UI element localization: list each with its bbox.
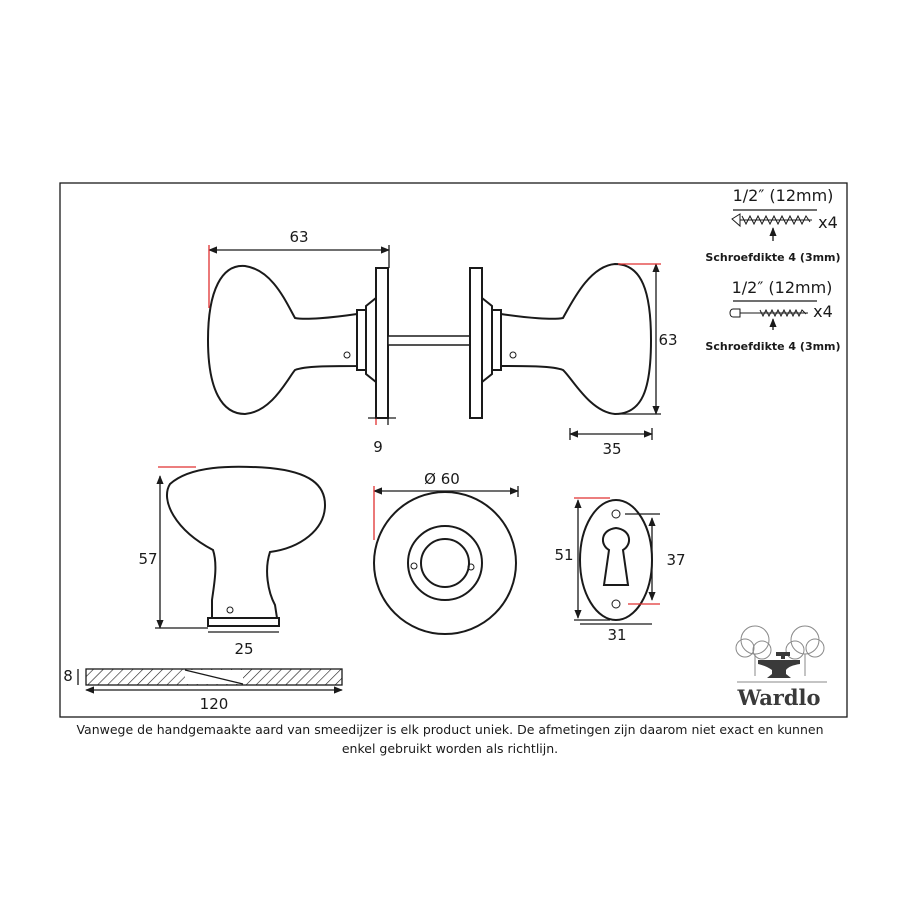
dim-knob-width: 63 [289,228,308,246]
dim-knob-depth: 35 [602,440,621,458]
left-grub-screw [343,351,351,359]
rose-screw-left [410,562,418,570]
dim-keyhole-height: 37 [666,551,685,569]
disclaimer-text: Vanwege de handgemaakte aard van smeedij… [76,722,824,756]
left-rose-plate [375,267,389,419]
rose-screw-right [467,563,475,571]
hammer-icon [776,652,790,659]
dim-knob-height: 63 [658,331,677,349]
left-rose-bevel [365,295,377,385]
rose-view: Ø 60 [373,470,519,635]
right-grub-screw [509,351,517,359]
spindle-view: 8 120 [63,667,343,713]
dim-spindle-thickness: 8 [63,667,73,685]
screw1-count: x4 [818,213,838,232]
side-grub-screw [226,606,234,614]
screw1-thickness: Schroefdikte 4 (3mm) [705,251,840,264]
dim-escutcheon-width: 31 [607,626,626,644]
tree-right-icon [785,625,825,676]
screw1-size: 1/2″ (12mm) [733,186,834,205]
knob-side-base [207,617,280,627]
screw1-icon [731,213,812,228]
keyhole [602,526,630,586]
dim-side-height: 57 [138,550,157,568]
side-view: 57 25 [138,465,327,658]
brand-logo: Wardlo [735,625,827,710]
brand-name: Wardlo [736,685,820,710]
left-knob [206,264,358,416]
spindle [387,335,471,346]
escutcheon-view: 51 37 31 [554,497,686,644]
drawing-frame [59,182,848,718]
right-knob [500,262,653,416]
rose-hole [420,538,470,588]
escutcheon-screw-bottom [611,599,621,609]
dim-neck-width: 25 [234,640,253,658]
screw2-icon [729,308,808,318]
knob-side-profile [165,465,327,619]
escutcheon-screw-top [611,509,621,519]
screw2-thickness: Schroefdikte 4 (3mm) [705,340,840,353]
dim-spindle-length: 120 [200,695,229,713]
right-rose-bevel [481,295,493,385]
screw2-size: 1/2″ (12mm) [732,278,833,297]
right-rose-plate [469,267,483,419]
front-view: 63 63 9 35 [206,228,678,458]
screw-specs: 1/2″ (12mm) x4 Schroefdikte 4 (3mm) 1/2″… [705,186,840,353]
left-collar [356,309,367,371]
screw2-count: x4 [813,302,833,321]
right-collar [491,309,502,371]
dim-rose-thickness: 9 [373,438,383,456]
dim-escutcheon-height: 51 [554,546,573,564]
tree-left-icon [735,625,772,676]
anvil-icon [758,660,800,678]
dim-rose-diameter: Ø 60 [424,470,460,488]
